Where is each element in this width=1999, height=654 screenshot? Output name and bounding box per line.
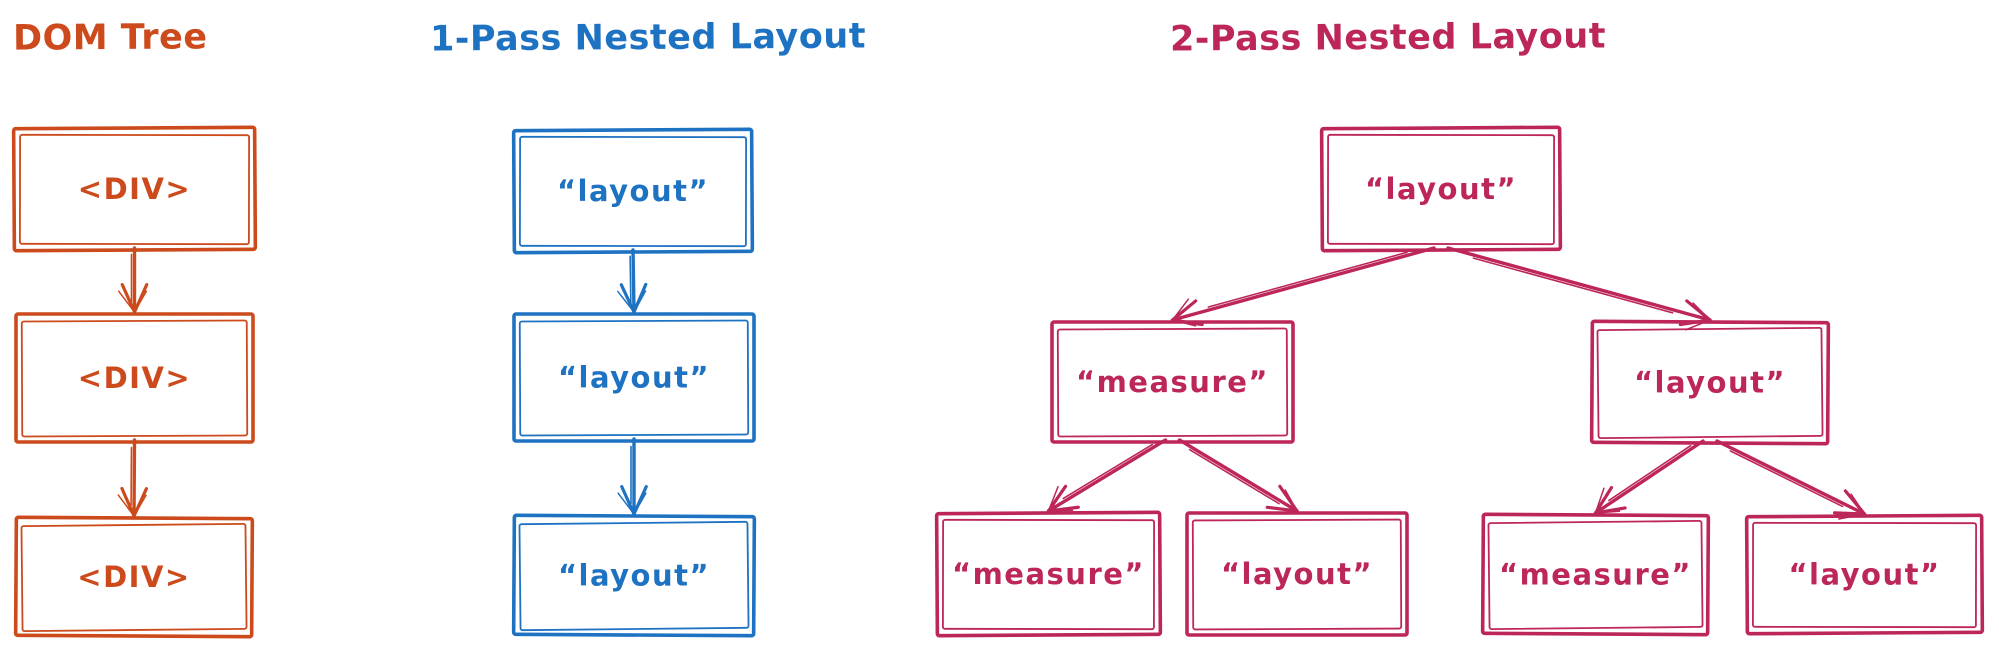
node-label: “measure” — [952, 557, 1145, 591]
node-two-pass-nested-layout-leaf-measure-1: “measure” — [934, 510, 1163, 638]
node-label: “layout” — [558, 361, 710, 395]
arrow-layout2-to-layout3 — [617, 437, 648, 516]
node-label: “layout” — [1788, 558, 1940, 592]
arrow-mid-layout-to-leaf-measure-2 — [1593, 439, 1705, 515]
node-one-pass-nested-layout-layout3: “layout” — [511, 513, 757, 638]
arrow-div1-to-div2 — [117, 246, 149, 314]
node-label: “layout” — [558, 559, 710, 593]
node-dom-tree-div1: <DIV> — [11, 125, 258, 253]
arrow-mid-measure-to-leaf-layout-1 — [1177, 438, 1299, 515]
arrow-root-layout-to-mid-layout — [1446, 246, 1712, 331]
node-two-pass-nested-layout-leaf-layout-1: “layout” — [1185, 511, 1409, 637]
title-one-pass-nested-layout: 1-Pass Nested Layout — [429, 16, 867, 60]
node-label: <DIV> — [77, 560, 190, 594]
arrow-layout1-to-layout2 — [617, 248, 648, 314]
arrow-mid-layout-to-leaf-layout-2 — [1715, 439, 1867, 520]
node-label: <DIV> — [78, 361, 191, 395]
node-two-pass-nested-layout-leaf-measure-2: “measure” — [1480, 512, 1711, 637]
node-label: <DIV> — [78, 172, 191, 206]
node-label: “layout” — [557, 174, 709, 208]
node-label: “layout” — [1221, 557, 1373, 591]
title-two-pass-nested-layout: 2-Pass Nested Layout — [1169, 16, 1607, 60]
node-label: “measure” — [1499, 558, 1692, 592]
node-two-pass-nested-layout-mid-measure: “measure” — [1050, 320, 1295, 444]
node-label: “layout” — [1365, 172, 1517, 206]
node-label: “layout” — [1634, 366, 1786, 400]
node-dom-tree-div3: <DIV> — [13, 515, 255, 639]
node-dom-tree-div2: <DIV> — [14, 312, 255, 444]
arrow-root-layout-to-mid-measure — [1170, 246, 1436, 327]
arrow-div2-to-div3 — [117, 438, 149, 518]
node-one-pass-nested-layout-layout1: “layout” — [511, 127, 755, 255]
title-dom-tree: DOM Tree — [12, 17, 208, 59]
arrow-mid-measure-to-leaf-measure-1 — [1046, 438, 1168, 513]
node-two-pass-nested-layout-leaf-layout-2: “layout” — [1744, 513, 1985, 636]
node-two-pass-nested-layout-mid-layout: “layout” — [1589, 319, 1831, 446]
node-label: “measure” — [1076, 365, 1269, 399]
node-two-pass-nested-layout-root-layout: “layout” — [1319, 125, 1563, 253]
node-one-pass-nested-layout-layout2: “layout” — [512, 312, 756, 443]
